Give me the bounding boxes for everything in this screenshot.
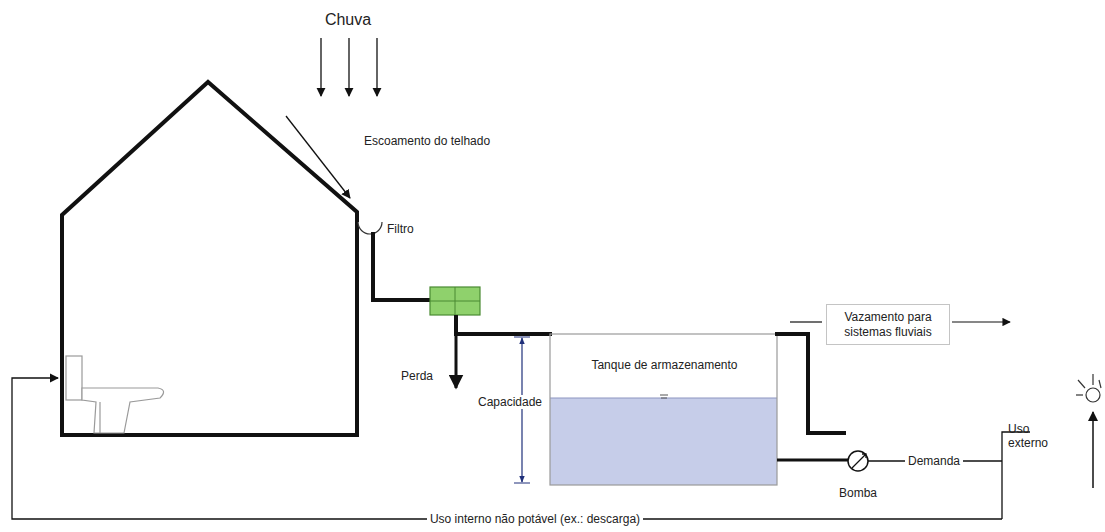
filter-label: Filtro xyxy=(387,222,414,236)
overflow-arrow xyxy=(952,321,1010,322)
runoff-arrow xyxy=(286,116,350,198)
dimension-tick xyxy=(514,483,530,484)
external-use-arrow xyxy=(1092,412,1094,488)
tank-outline xyxy=(550,334,777,485)
toilet-symbol xyxy=(66,356,164,433)
overflow-pipe xyxy=(775,334,846,433)
runoff-label: Escoamento do telhado xyxy=(364,134,490,148)
sprinkler-icon xyxy=(1076,374,1101,402)
overflow-arrow xyxy=(790,321,822,322)
external-use-label: Uso externo xyxy=(1008,422,1058,451)
storage-tank: Tanque de armazenamento xyxy=(550,334,779,485)
house-outline xyxy=(62,82,357,435)
pump-label: Bomba xyxy=(839,486,877,500)
downpipe xyxy=(373,232,430,300)
filter-symbol xyxy=(358,222,382,234)
demand-pipe xyxy=(777,459,848,462)
demand-label: Demanda xyxy=(905,454,963,468)
tank-water xyxy=(550,398,777,485)
node-text: Vazamento para sistemas fluviais xyxy=(831,310,945,340)
rain-arrows xyxy=(321,38,377,96)
internal-use-label: Uso interno não potável (ex.: descarga) xyxy=(427,512,643,526)
loss-label: Perda xyxy=(401,369,433,383)
water-mark xyxy=(660,395,668,398)
overflow-box: Vazamento para sistemas fluviais xyxy=(826,304,950,345)
internal-use-line xyxy=(12,378,1002,519)
inlet-pipe xyxy=(456,315,552,334)
capacity-dimension xyxy=(521,338,522,482)
pump-symbol xyxy=(848,451,868,471)
node-text: Tanque de armazenamento xyxy=(554,358,775,373)
capacity-label: Capacidade xyxy=(475,395,545,409)
loss-arrow xyxy=(455,334,458,388)
rain-label: Chuva xyxy=(325,10,371,29)
diverter-box xyxy=(430,287,480,315)
dimension-tick xyxy=(514,337,530,338)
